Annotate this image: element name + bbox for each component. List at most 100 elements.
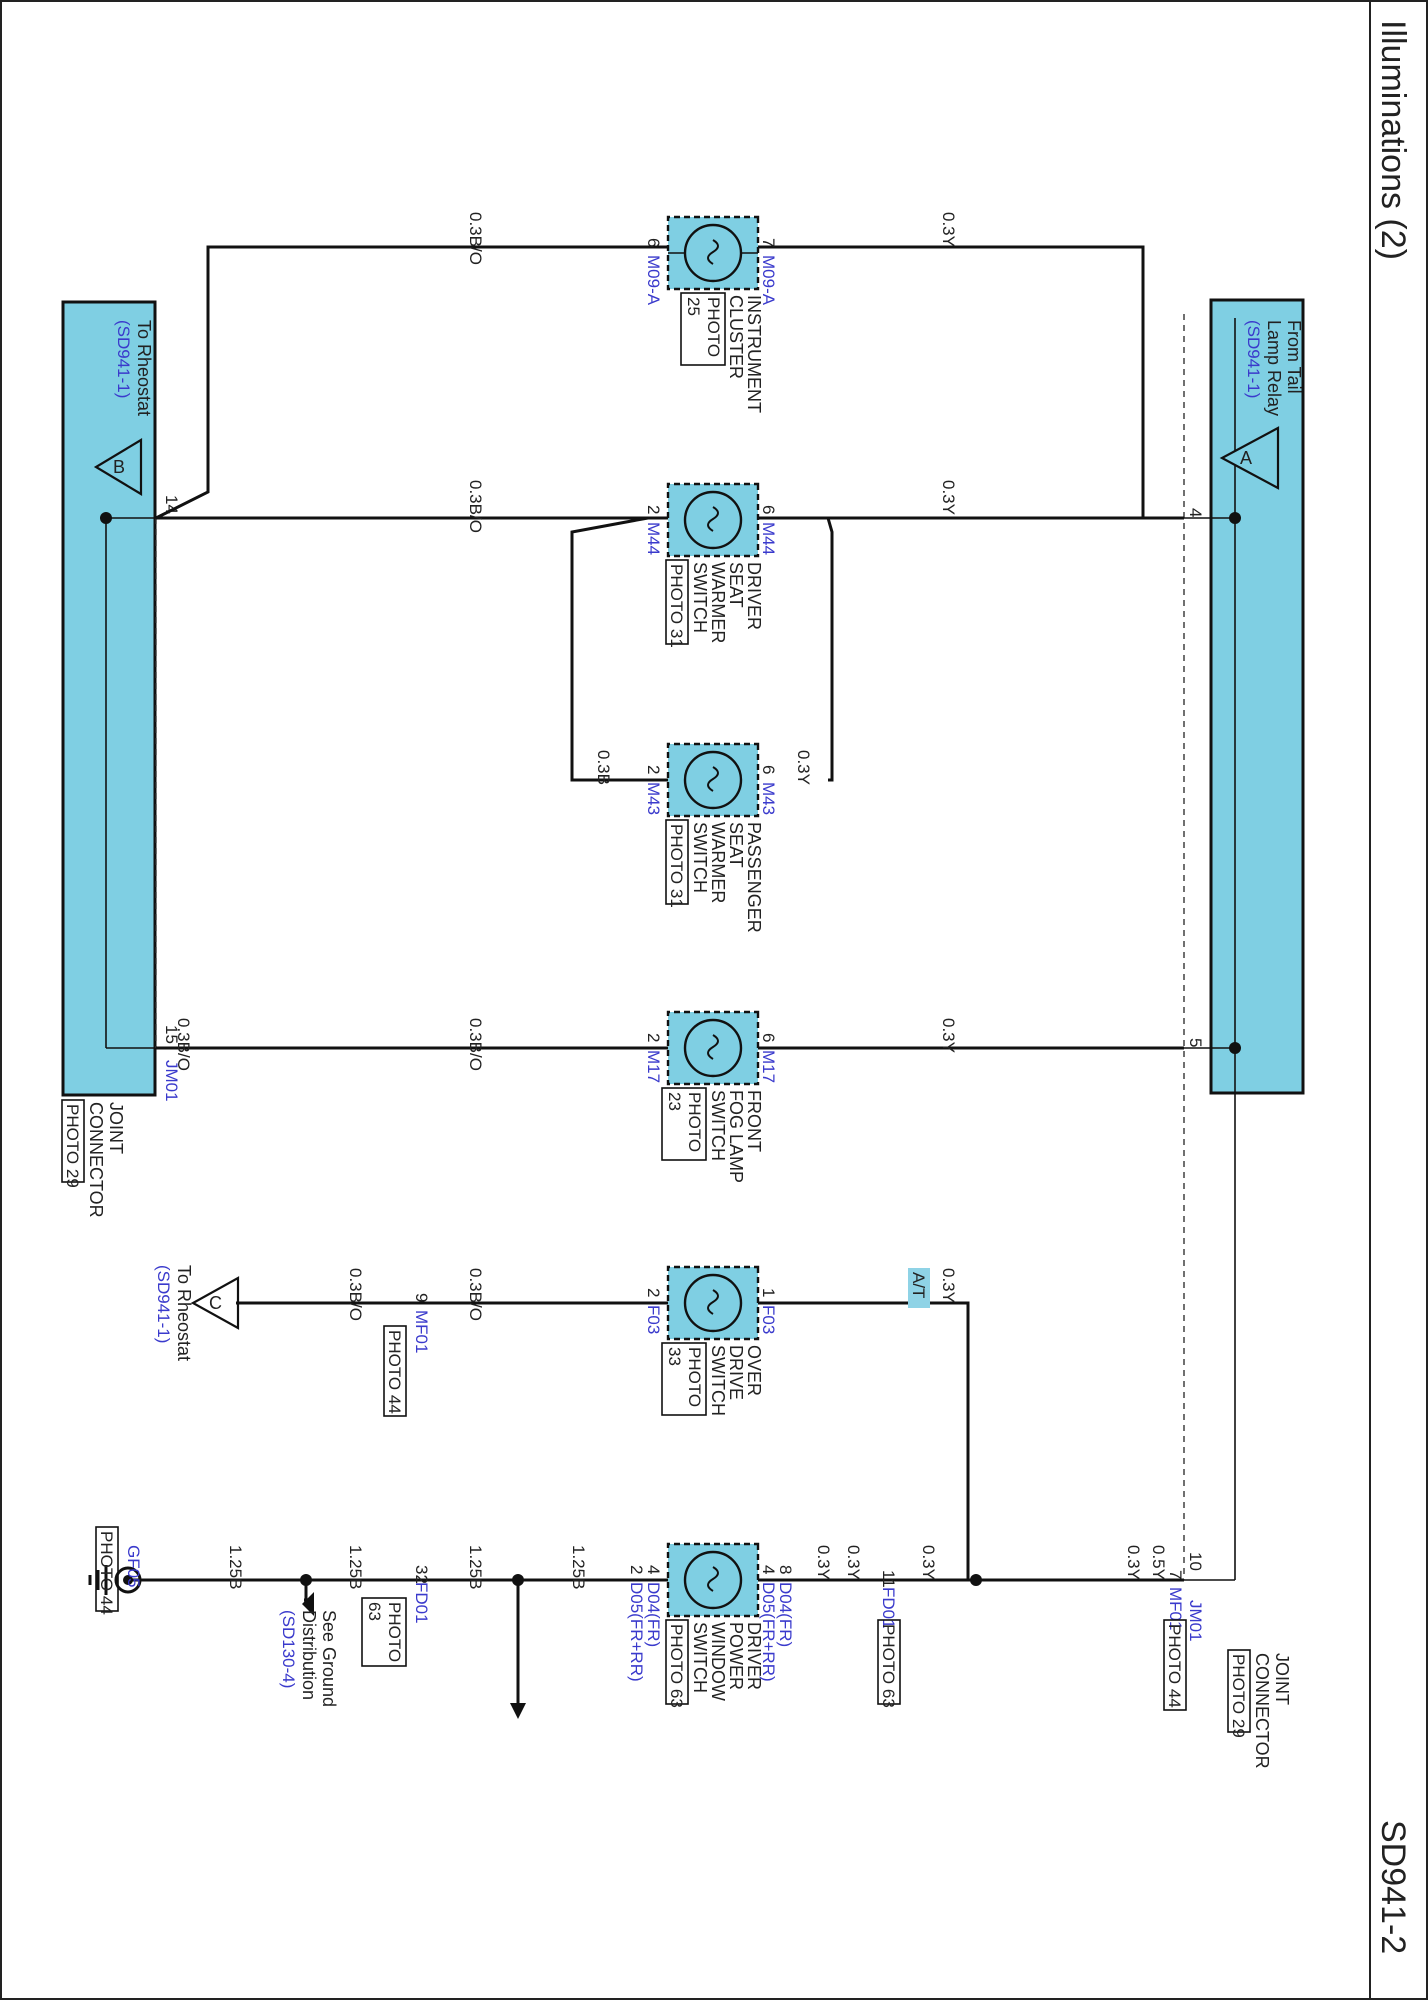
- over-drive-name-3: SWITCH: [708, 1345, 728, 1416]
- joint-right-photo: PHOTO 29: [1229, 1654, 1248, 1738]
- driver-seat-name-3: WARMER: [708, 562, 728, 643]
- window-photo: PHOTO 63: [667, 1624, 686, 1708]
- wire-cluster-y: [758, 245, 1184, 520]
- fd01-right-wire-right: 0.3Y: [844, 1545, 863, 1580]
- passenger-seat-code-left: M43: [644, 782, 663, 815]
- over-drive-name-2: DRIVE: [726, 1345, 746, 1400]
- fd01-left-code: FD01: [412, 1582, 431, 1624]
- page-code: SD941-2: [1374, 1820, 1412, 1954]
- passenger-seat-pin-right: 6: [759, 765, 778, 774]
- ground-branch-arrow: [510, 1703, 526, 1719]
- ground-ref-arrow: [302, 1592, 314, 1616]
- joint-right-ref-3: (SD941-1): [1244, 320, 1263, 398]
- fd01-left-photo-1: PHOTO: [385, 1602, 404, 1662]
- triangle-a-icon: [1219, 426, 1280, 490]
- triangle-b-icon: [93, 438, 143, 496]
- passenger-seat-pin-left: 2: [644, 765, 663, 774]
- joint-right-name-1: JOINT: [1272, 1653, 1292, 1705]
- cluster-name-2: CLUSTER: [726, 295, 746, 379]
- window-code-right-1: D04(FR): [776, 1582, 795, 1647]
- cluster-photo-2: 25: [684, 297, 703, 316]
- triangle-c-icon: [190, 1276, 240, 1330]
- wire-overdrive-y: [758, 1301, 1184, 1582]
- window-wire-right: 0.3Y: [814, 1545, 833, 1580]
- mf01-left-photo: PHOTO 44: [385, 1330, 404, 1414]
- window-code-left-2: D05(FR+RR): [627, 1582, 646, 1682]
- ground-ref-1: See Ground: [319, 1610, 339, 1707]
- ground-ref-2: Distribution: [299, 1610, 319, 1700]
- fog-lamp-code-left: M17: [644, 1050, 663, 1083]
- fog-lamp-name-1: FRONT: [744, 1090, 764, 1152]
- window-code-right-2: D05(FR+RR): [759, 1582, 778, 1682]
- jm01-pin-15: 15: [162, 1025, 181, 1044]
- over-drive-code-right: F03: [759, 1305, 778, 1334]
- jm15-wire: 0.3B/O: [174, 1018, 193, 1071]
- passenger-seat-wire-left: 0.3B: [594, 750, 613, 785]
- window-pin-left-2: 2: [627, 1565, 646, 1574]
- mf01-right-wire-right: 0.5Y: [1149, 1545, 1168, 1580]
- mf01-right-pin: 7: [1166, 1570, 1185, 1579]
- fog-lamp-code-right: M17: [759, 1050, 778, 1083]
- fog-lamp-pin-right: 6: [759, 1033, 778, 1042]
- driver-seat-pin-left: 2: [644, 505, 663, 514]
- over-drive-photo-1: PHOTO: [685, 1347, 704, 1407]
- window-pin-right-1: 8: [776, 1565, 795, 1574]
- joint-left-ref-2: (SD941-1): [114, 320, 133, 398]
- fd01-right-pin: 11: [879, 1570, 898, 1588]
- wire-passenger-y: [826, 517, 834, 782]
- joint-connector-left: [61, 300, 157, 1097]
- joint-right-name-2: CONNECTOR: [1252, 1653, 1272, 1769]
- driver-seat-wire-left: 0.3B/O: [466, 480, 485, 533]
- ground-wire: 1.25B: [226, 1545, 245, 1589]
- component-driver-seat: [666, 482, 760, 558]
- fd01-left-wire-right: 1.25B: [346, 1545, 365, 1589]
- rheostat-c-ref-2: (SD941-1): [154, 1265, 173, 1343]
- at-badge: [908, 1268, 930, 1308]
- mf01-left-code: MF01: [412, 1310, 431, 1353]
- over-drive-photo-2: 33: [665, 1347, 684, 1366]
- diagram-body: A From Tail Lamp Relay (SD941-1) JOINT C…: [61, 212, 1305, 1769]
- over-drive-pin-right: 1: [759, 1288, 778, 1297]
- cluster-wire-right: 0.3Y: [939, 212, 958, 247]
- mf01-left-wire: 0.3B/O: [346, 1268, 365, 1321]
- fd01-right-photo: PHOTO 63: [879, 1624, 898, 1708]
- fog-lamp-photo-1: PHOTO: [685, 1092, 704, 1152]
- driver-seat-code-left: M44: [644, 522, 663, 555]
- fd01-left-photo-2: 63: [365, 1602, 384, 1621]
- rheostat-c-ref-1: To Rheostat: [174, 1265, 194, 1361]
- jm01-code-left: JM01: [162, 1060, 181, 1102]
- cluster-code-left: M09-A: [644, 255, 663, 306]
- cluster-wire-left: 0.3B/O: [466, 212, 485, 265]
- joint-left-photo: PHOTO 29: [63, 1104, 82, 1188]
- driver-seat-name-4: SWITCH: [690, 562, 710, 633]
- window-pin-right-2: 4: [759, 1565, 778, 1574]
- driver-seat-pin-right: 6: [759, 505, 778, 514]
- cluster-name-1: INSTRUMENT: [744, 295, 764, 413]
- fog-lamp-wire-right: 0.3Y: [939, 1018, 958, 1053]
- over-drive-name-1: OVER: [744, 1345, 764, 1396]
- cluster-photo-1: PHOTO: [704, 297, 723, 357]
- window-name-2: POWER: [726, 1622, 746, 1690]
- fd01-right-wire-left: 0.3Y: [919, 1545, 938, 1580]
- triangle-a-label: A: [1240, 448, 1252, 468]
- ground-ref-3: (SD130-4): [279, 1610, 298, 1688]
- triangle-b-label: B: [113, 457, 125, 477]
- triangle-c-label: C: [209, 1293, 222, 1313]
- cluster-pin-right: 7: [759, 238, 778, 247]
- driver-seat-wire-right: 0.3Y: [939, 480, 958, 515]
- mf01-left-pin: 9: [412, 1293, 431, 1302]
- ground-icon: [114, 1566, 142, 1594]
- component-cluster: [666, 215, 760, 291]
- window-code-left-1: D04(FR): [644, 1582, 663, 1647]
- joint-left-name-2: CONNECTOR: [86, 1102, 106, 1218]
- passenger-seat-name-1: PASSENGER: [744, 822, 764, 933]
- jm01-pin-4: 4: [1186, 508, 1205, 517]
- passenger-seat-name-2: SEAT: [726, 822, 746, 868]
- component-over-drive: [666, 1265, 760, 1341]
- over-drive-code-left: F03: [644, 1305, 663, 1334]
- driver-seat-code-right: M44: [759, 522, 778, 555]
- wire-passenger-b: [570, 516, 668, 782]
- cluster-code-right: M09-A: [759, 255, 778, 306]
- component-passenger-seat: [666, 742, 760, 818]
